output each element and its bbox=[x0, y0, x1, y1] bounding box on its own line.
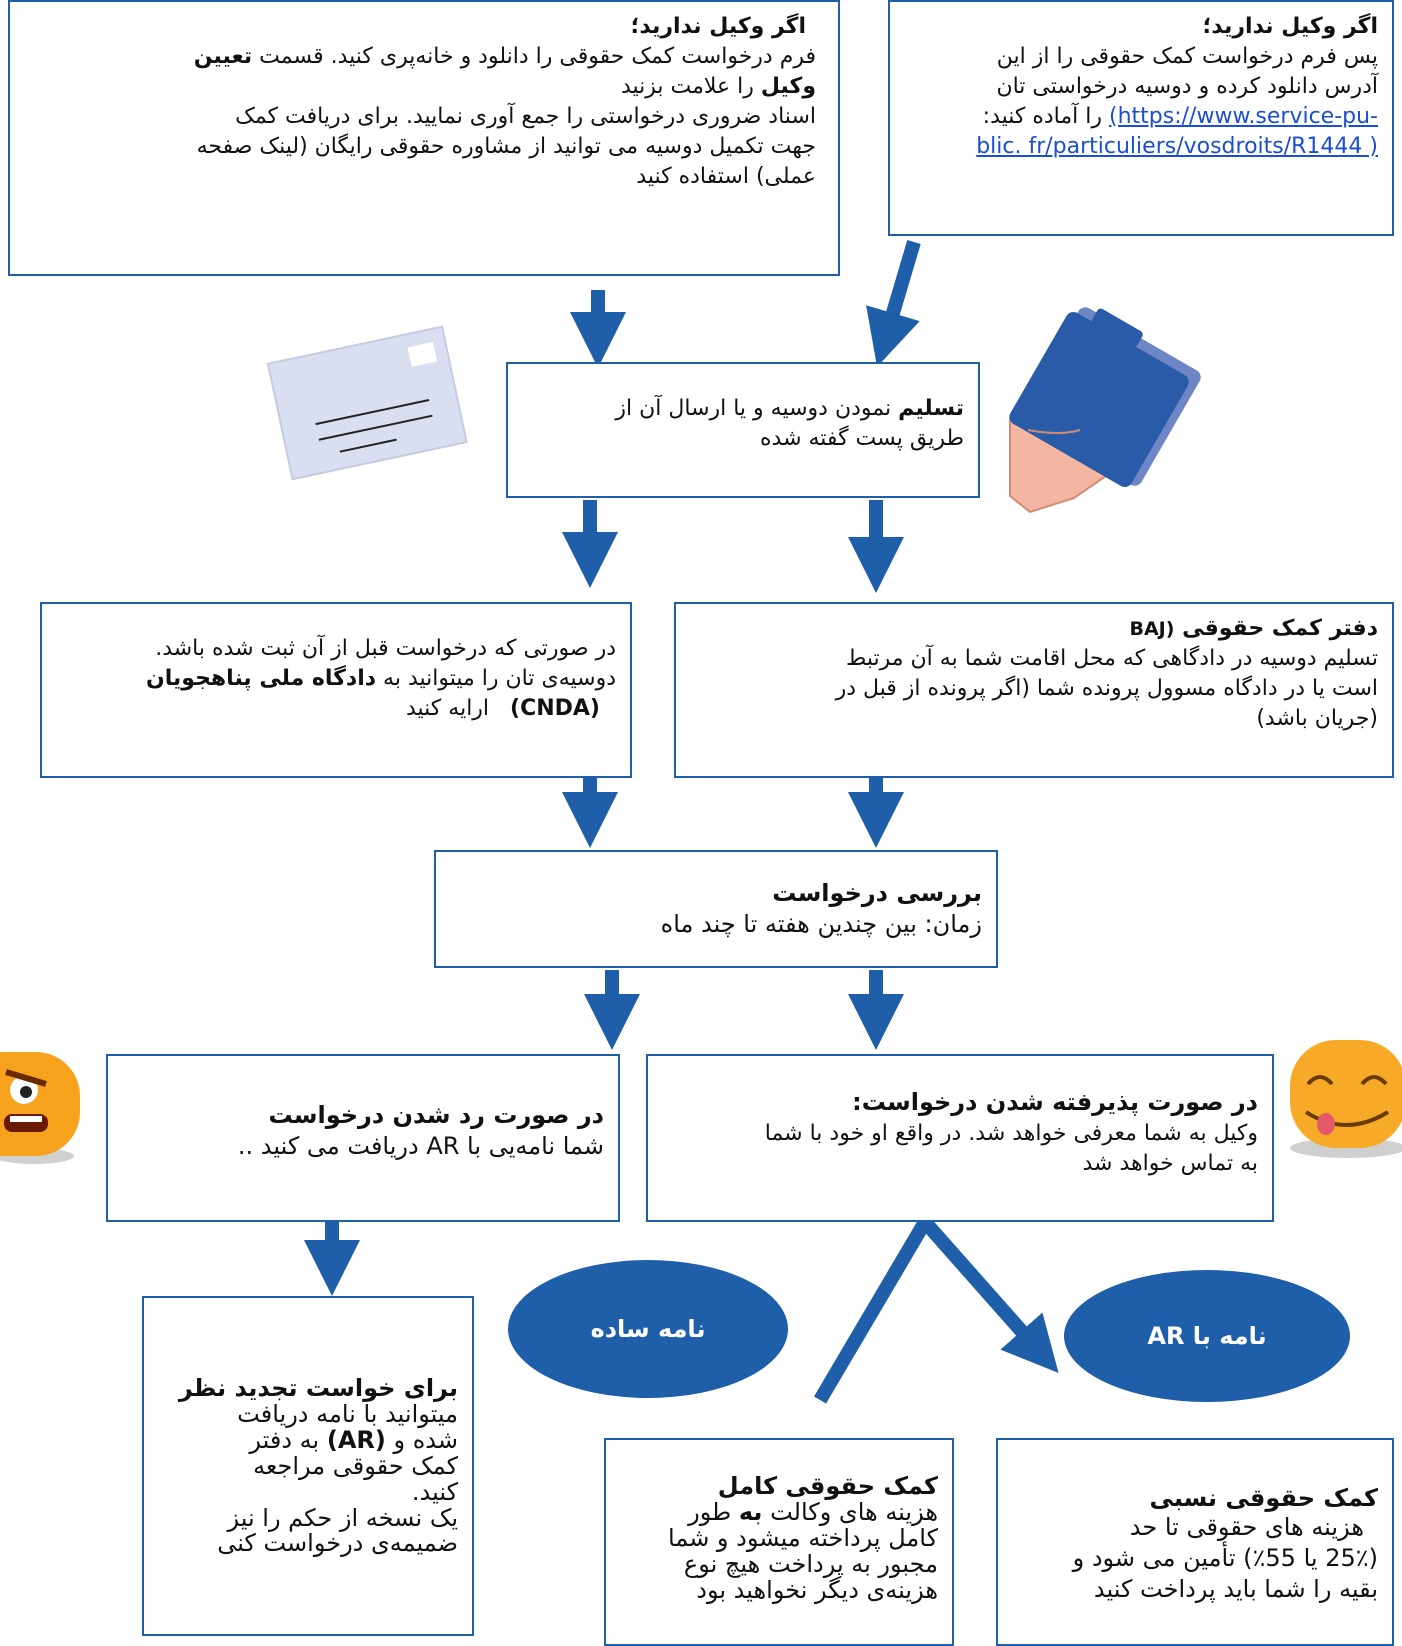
box7-title: در صورت رد شدن درخواست bbox=[268, 1101, 604, 1129]
envelope-icon bbox=[266, 325, 468, 481]
box1-line2-bold: وکیل bbox=[760, 73, 816, 99]
box10-line4: هزینه‌ی دیگر نخواهید بود bbox=[696, 1575, 938, 1604]
box11-title: کمک حقوقی نسبی bbox=[1149, 1484, 1378, 1512]
box5-line2: است یا در دادگاه مسوول پرونده شما (اگر پ… bbox=[835, 675, 1378, 701]
box4-line2-bold: دادگاه ملی پناهجویان bbox=[145, 665, 377, 691]
box2-line1: پس فرم درخواست کمک حقوقی را از این bbox=[996, 43, 1378, 69]
box3-bold: تسلیم bbox=[898, 396, 964, 421]
folder-in-hand-icon bbox=[1009, 307, 1201, 514]
box9-line4: کنید. bbox=[411, 1477, 458, 1506]
box10-line1a: هزینه های وکالت bbox=[770, 1497, 938, 1526]
simple-letter-badge: نامه ساده bbox=[508, 1260, 788, 1398]
box-no-lawyer-instructions: اگر وکیل ندارید؛ فرم درخواست کمک حقوقی ر… bbox=[8, 0, 840, 276]
box-partial-legal-aid: کمک حقوقی نسبی هزینه های حقوقی تا حد (25… bbox=[996, 1438, 1394, 1646]
box5-line3: (جریان باشد) bbox=[1256, 705, 1378, 731]
box-request-accepted: در صورت پذیرفته شدن درخواست: وکیل به شما… bbox=[646, 1054, 1274, 1222]
box10-line1b: به bbox=[738, 1497, 763, 1526]
form-link-continued[interactable]: blic. fr/particuliers/vosdroits/R1444 ) bbox=[976, 133, 1378, 159]
box3-line2: طریق پست گفته شده bbox=[760, 425, 964, 451]
box7-line1: شما نامه‌یی با AR دریافت می کنید .. bbox=[237, 1132, 604, 1161]
box1-line2: را علامت بزنید bbox=[620, 73, 754, 99]
box1-line3: اسناد ضروری درخواستی را جمع آوری نمایید.… bbox=[235, 103, 816, 129]
box9-title: برای خواست تجدید نظر bbox=[178, 1374, 458, 1402]
box1-line5: عملی) استفاده کنید bbox=[636, 163, 816, 189]
box-submit-file: تسلیم نمودن دوسیه و یا ارسال آن از طریق … bbox=[506, 362, 980, 498]
box10-title: کمک حقوقی کامل bbox=[717, 1472, 938, 1500]
box1-line1-bold: تعیین bbox=[193, 43, 253, 69]
box6-title: بررسی درخواست bbox=[772, 879, 982, 907]
box9-line2b: (AR) bbox=[326, 1425, 386, 1454]
box10-line2: کامل پرداخته میشود و شما bbox=[668, 1523, 938, 1552]
arrow-split bbox=[813, 1210, 1059, 1404]
happy-emoji-icon bbox=[1290, 1040, 1402, 1158]
angry-emoji-icon bbox=[0, 1052, 80, 1164]
arrow-box2-to-box3 bbox=[866, 240, 921, 367]
box11-line3: بقیه را شما باید پرداخت کنید bbox=[1093, 1575, 1378, 1604]
box2-title: اگر وکیل ندارید؛ bbox=[1202, 14, 1378, 39]
box6-line1: زمان: بین چندین هفته تا چند ماه bbox=[660, 910, 982, 939]
box4-line3: ارایه کنید bbox=[405, 695, 490, 721]
box4-line3-bold: (CNDA) bbox=[510, 695, 600, 721]
box-cnda: در صورتی که درخواست قبل از آن ثبت شده با… bbox=[40, 602, 632, 778]
form-link[interactable]: (https://www.service-pu- bbox=[1109, 103, 1378, 129]
box8-line1: وکیل به شما معرفی خواهد شد. در واقع او خ… bbox=[764, 1120, 1258, 1146]
box9-line1: میتوانید با نامه دریافت bbox=[237, 1399, 458, 1428]
box1-line4: جهت تکمیل دوسیه می توانید از مشاوره حقوق… bbox=[196, 133, 816, 159]
box5-line1: تسلیم دوسیه در دادگاهی که محل اقامت شما … bbox=[845, 645, 1378, 671]
box9-line2c: به دفتر bbox=[249, 1425, 320, 1454]
box-legal-aid-office: دفتر کمک حقوقی (BAJ تسلیم دوسیه در دادگا… bbox=[674, 602, 1394, 778]
box11-line1: هزینه های حقوقی تا حد bbox=[1129, 1512, 1364, 1541]
box-request-rejected: در صورت رد شدن درخواست شما نامه‌یی با AR… bbox=[106, 1054, 620, 1222]
ar-letter-badge: نامه با AR bbox=[1064, 1270, 1350, 1402]
box2-line2: آدرس دانلود کرده و دوسیه درخواستی تان bbox=[996, 73, 1378, 99]
box10-line1c: طور bbox=[688, 1497, 732, 1526]
box9-line5: یک نسخه از حکم را نیز bbox=[227, 1503, 459, 1532]
box11-line2: (25٪ یا 55٪) تأمین می شود و bbox=[1072, 1544, 1378, 1573]
box1-title: اگر وکیل ندارید؛ bbox=[630, 14, 806, 39]
box5-title-abbr: (BAJ bbox=[1129, 618, 1175, 640]
box1-line1: فرم درخواست کمک حقوقی را دانلود و خانه‌پ… bbox=[259, 43, 816, 69]
box4-line2: دوسیه‌ی تان را میتوانید به bbox=[383, 665, 616, 691]
box9-line2a: شده و bbox=[393, 1425, 459, 1454]
box8-title: در صورت پذیرفته شدن درخواست: bbox=[852, 1088, 1258, 1116]
box9-line6: ضمیمه‌ی درخواست کنی bbox=[217, 1529, 458, 1558]
box5-title: دفتر کمک حقوقی bbox=[1182, 616, 1378, 641]
box2-line3: را آماده کنید: bbox=[982, 103, 1103, 129]
box3-line1: نمودن دوسیه و یا ارسال آن از bbox=[615, 396, 892, 421]
box9-line3: کمک حقوقی مراجعه bbox=[253, 1451, 458, 1480]
box-appeal: برای خواست تجدید نظر میتوانید با نامه در… bbox=[142, 1296, 474, 1636]
box-review-request: بررسی درخواست زمان: بین چندین هفته تا چن… bbox=[434, 850, 998, 968]
box-full-legal-aid: کمک حقوقی کامل هزینه های وکالت به طور کا… bbox=[604, 1438, 954, 1646]
box4-line1: در صورتی که درخواست قبل از آن ثبت شده با… bbox=[155, 636, 616, 661]
box8-line2: به تماس خواهد شد bbox=[1082, 1150, 1258, 1176]
box-no-lawyer-download: اگر وکیل ندارید؛ پس فرم درخواست کمک حقوق… bbox=[888, 0, 1394, 236]
box10-line3: مجبور به پرداخت هیچ نوع bbox=[683, 1549, 938, 1578]
